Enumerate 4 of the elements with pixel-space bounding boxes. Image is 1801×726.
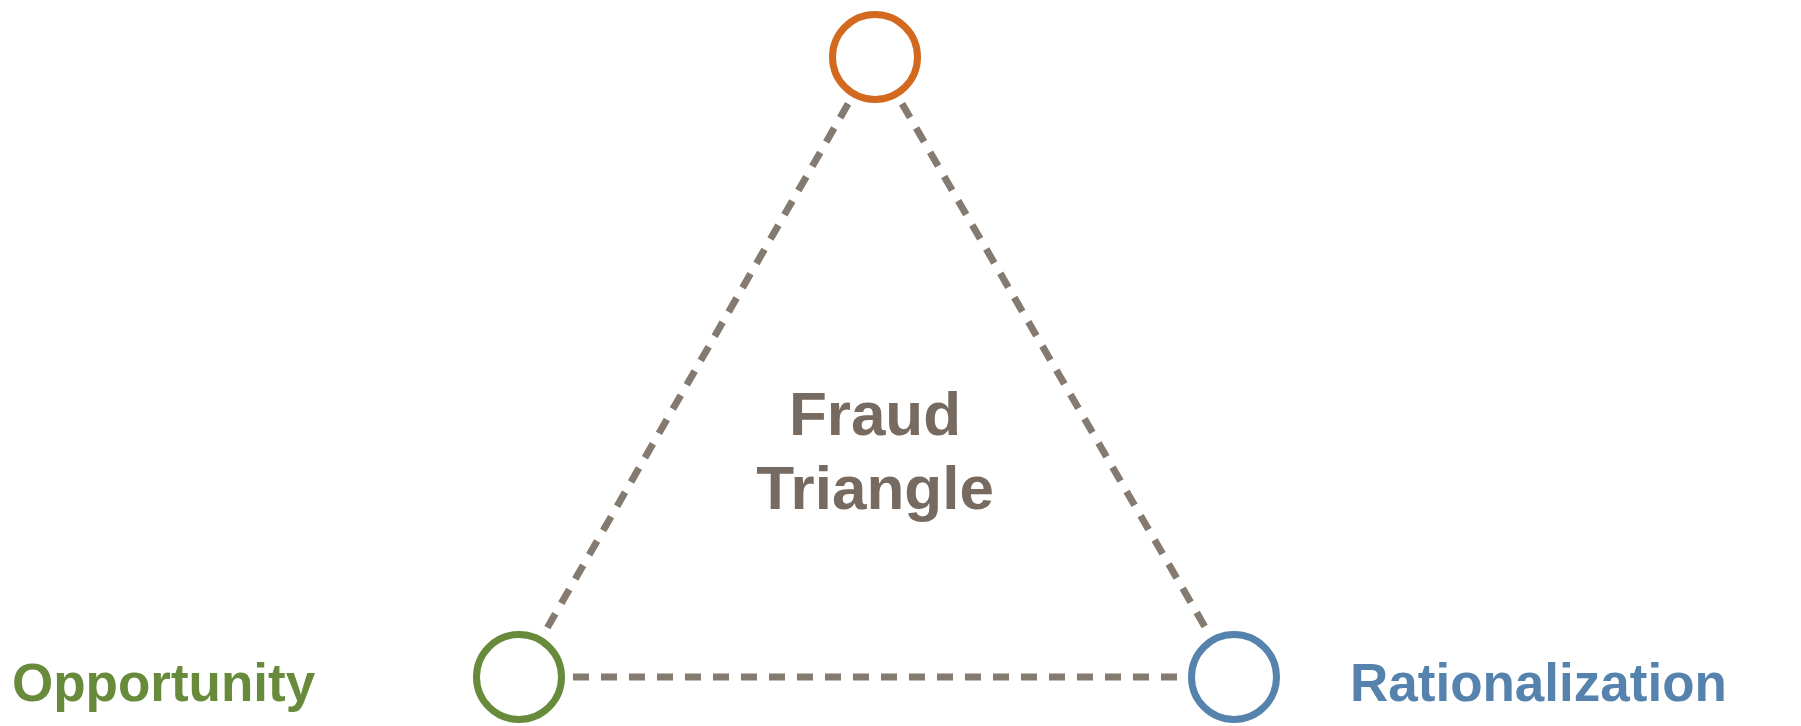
center-title: Fraud Triangle (755, 378, 995, 525)
dashed-line (542, 102, 852, 632)
vertex-label: Opportunity (12, 654, 316, 713)
vertex-label: Rationalization (1350, 654, 1727, 713)
